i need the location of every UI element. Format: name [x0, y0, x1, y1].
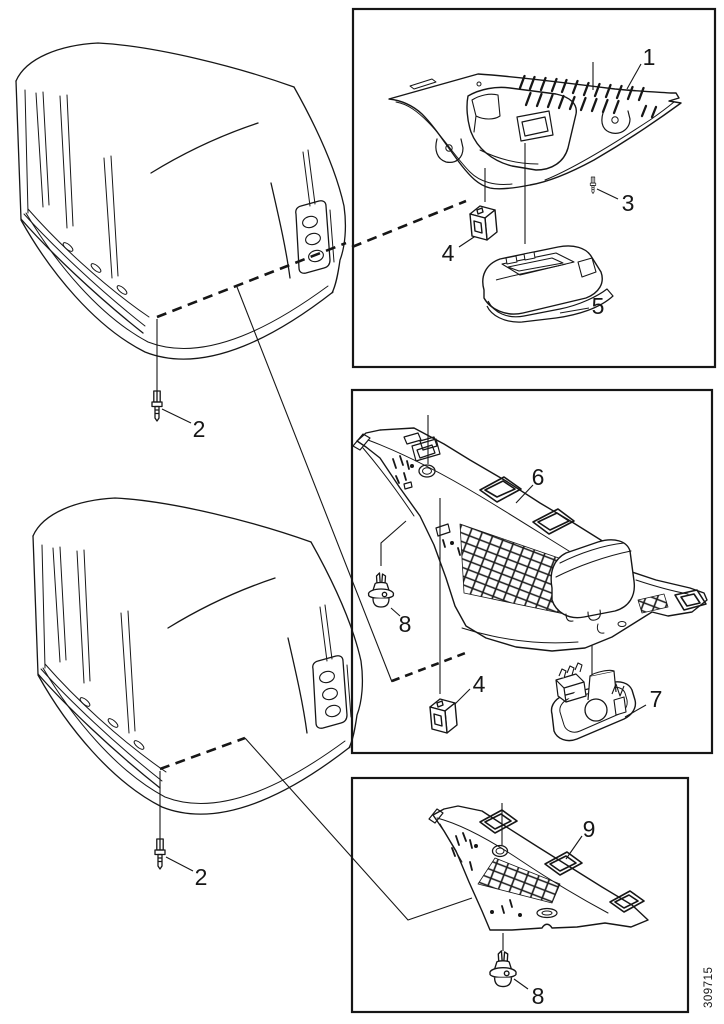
panel-9-art	[428, 805, 649, 931]
screw-icon-bottom	[154, 838, 166, 870]
lamp-icon-part5	[482, 245, 614, 323]
push-pin-icon-box3	[489, 950, 517, 988]
inset-box-2	[350, 388, 714, 755]
callout-8-box3: 8	[532, 983, 545, 1009]
screw-icon-part3	[589, 176, 597, 194]
callout-8-box2: 8	[399, 611, 412, 637]
box3-leaders	[501, 803, 583, 990]
callout-6: 6	[532, 464, 545, 490]
callout-1: 1	[643, 44, 656, 70]
callout-2-bottom: 2	[195, 864, 208, 890]
box2-leaders	[380, 415, 593, 708]
leader-7	[624, 704, 647, 718]
callout-5: 5	[592, 293, 605, 319]
callout-9: 9	[583, 816, 596, 842]
inset-box-3	[350, 776, 690, 1014]
inset-box-1	[351, 7, 717, 369]
callout-2-top: 2	[193, 416, 206, 442]
clip-icon-box1	[469, 205, 498, 241]
callout-4-box1: 4	[442, 240, 455, 266]
vehicle-bottom-locators	[159, 736, 473, 921]
vehicle-body-top	[15, 42, 347, 360]
panel-6-art	[352, 427, 708, 652]
screw-icon-top	[151, 390, 163, 422]
panel-1-art	[388, 73, 682, 190]
push-pin-icon-box2	[367, 572, 395, 608]
clip-icon-box2	[429, 698, 458, 734]
lamp-icon-part7	[550, 662, 637, 742]
callout-3: 3	[622, 190, 635, 216]
vehicle-top-locators	[156, 199, 467, 683]
drawing-number: 309715	[703, 967, 715, 1008]
callout-4-box2: 4	[473, 671, 486, 697]
callout-7: 7	[650, 686, 663, 712]
vehicle-body-bottom	[32, 497, 364, 815]
